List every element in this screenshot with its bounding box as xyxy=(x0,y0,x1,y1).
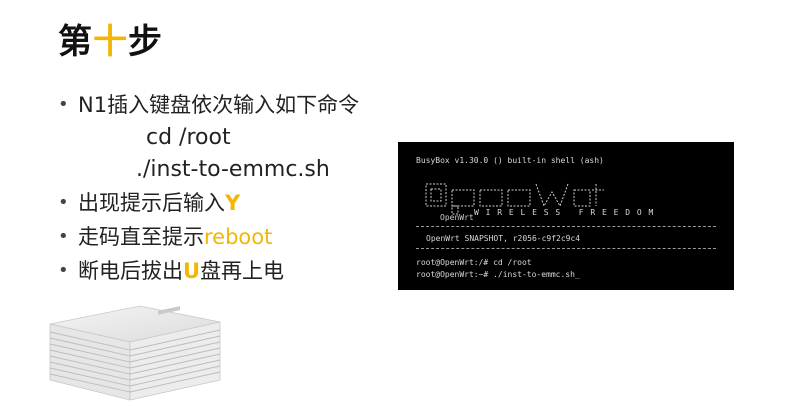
bullet-enter-y: • 出现提示后输入Y xyxy=(58,186,330,220)
title-highlight: 十 xyxy=(93,22,128,62)
bullet-dot: • xyxy=(58,260,69,281)
bullet-remove-usb: • 断电后拔出U盘再上电 xyxy=(58,254,330,288)
openwrt-ascii-logo: OpenWrt xyxy=(425,183,604,222)
command-inst-to-emmc: ./inst-to-emmc.sh xyxy=(136,157,330,182)
bullet-wait-reboot: • 走码直至提示reboot xyxy=(58,220,330,254)
bullet-dot: • xyxy=(58,94,69,115)
title-suffix: 步 xyxy=(128,22,163,62)
bullet-highlight: U xyxy=(183,259,201,283)
bullet-text-prefix: 断电后拔出 xyxy=(78,259,183,283)
bullet-text: 走码直至提示reboot xyxy=(78,220,272,254)
terminal-version-line: OpenWrt SNAPSHOT, r2056-c9f2c9c4 xyxy=(426,234,581,243)
bullet-text: N1插入键盘依次输入如下命令 xyxy=(78,93,360,117)
bullet-text-suffix: 盘再上电 xyxy=(200,259,285,283)
bullet-text: 断电后拔出U盘再上电 xyxy=(78,254,284,288)
bullet-dot: • xyxy=(58,192,69,213)
terminal-busybox-line: BusyBox v1.30.0 () built-in shell (ash) xyxy=(416,156,604,165)
command-cd-root: cd /root xyxy=(146,125,231,150)
bullet-text-prefix: 出现提示后输入 xyxy=(78,191,225,215)
terminal-tagline: W I R E L E S S F R E E D O M xyxy=(474,208,655,217)
bullet-keyboard: • N1插入键盘依次输入如下命令 xyxy=(58,88,359,122)
title-prefix: 第 xyxy=(58,22,93,62)
terminal-prompt-cd: root@OpenWrt:/# cd /root xyxy=(416,258,532,267)
slide-title: 第十步 xyxy=(58,14,163,63)
terminal-divider xyxy=(416,226,716,227)
openwrt-logo-text: OpenWrt xyxy=(440,213,474,222)
terminal-divider xyxy=(416,248,716,249)
bullet-dot: • xyxy=(58,226,69,247)
bullet-text-prefix: 走码直至提示 xyxy=(78,225,204,249)
terminal-screenshot: BusyBox v1.30.0 () built-in shell (ash) … xyxy=(398,142,734,290)
bullet-highlight: Y xyxy=(225,191,241,215)
terminal-prompt-install: root@OpenWrt:~# ./inst-to-emmc.sh_ xyxy=(416,270,580,279)
bullet-text: 出现提示后输入Y xyxy=(78,186,240,220)
instruction-list: • N1插入键盘依次输入如下命令 cd /root ./inst-to-emmc… xyxy=(58,88,359,288)
bullet-highlight: reboot xyxy=(204,225,273,249)
n1-box-device-image xyxy=(49,305,221,401)
